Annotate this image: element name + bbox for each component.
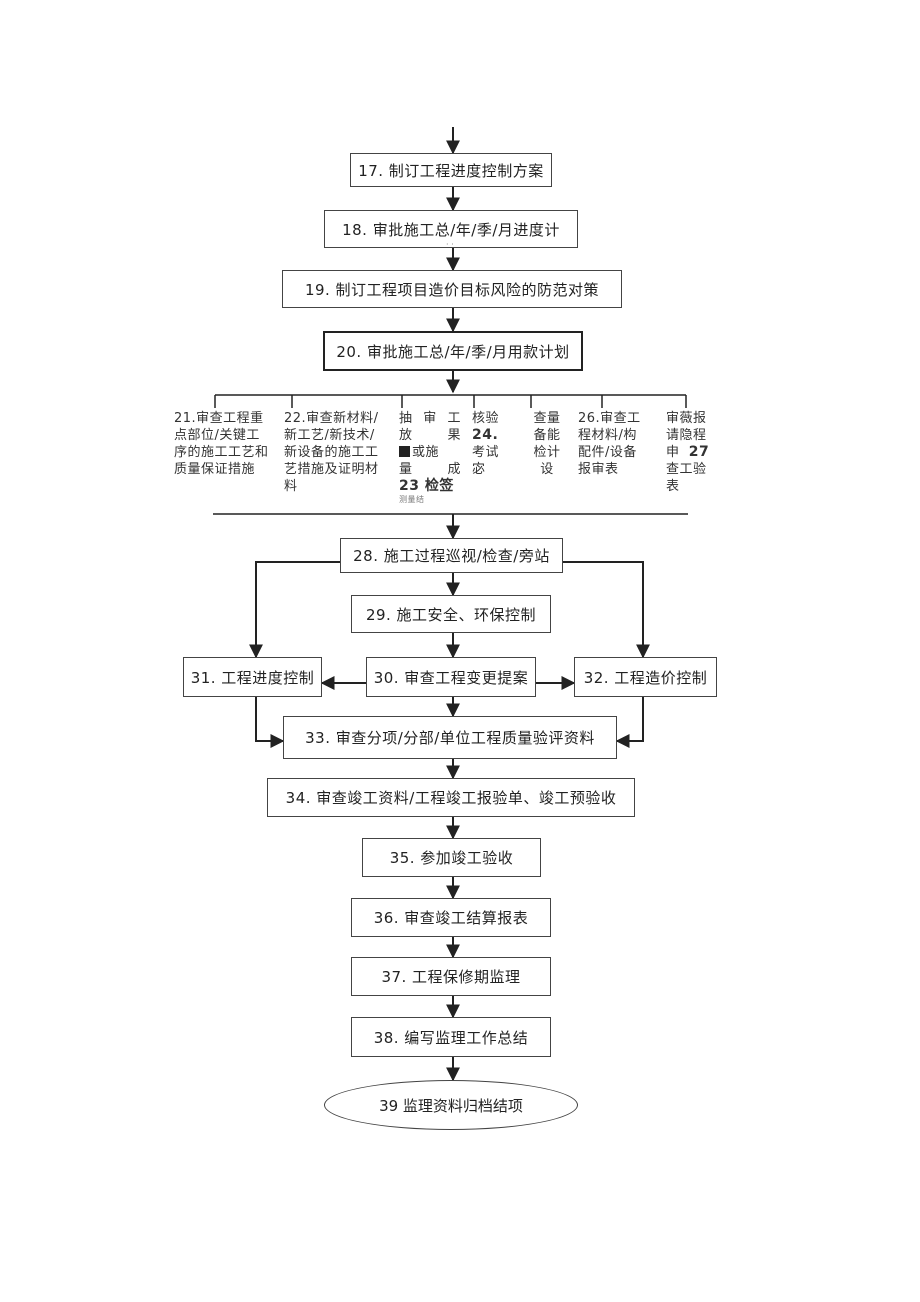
step-17-label: 17. 制订工程进度控制方案 xyxy=(358,161,544,180)
step-19-box: 19. 制订工程项目造价目标风险的防范对策 xyxy=(282,270,622,308)
step-33-box: 33. 审查分项/分部/单位工程质量验评资料 xyxy=(283,716,617,759)
branch-23-col3-1: 工 xyxy=(447,411,461,426)
step-31-box: 31. 工程进度控制 xyxy=(183,657,322,697)
arrow-31-33 xyxy=(255,697,285,748)
branch-23-number-row: 23 检签 xyxy=(399,478,454,494)
step-18-faint-mark: · · xyxy=(446,240,454,249)
black-square-mark xyxy=(399,446,410,457)
step-28-label: 28. 施工过程巡视/检查/旁站 xyxy=(353,547,550,565)
branch-27-text: 审薇报 请隐程 申 27 查工验 表 xyxy=(666,410,716,495)
step-34-label: 34. 审查竣工资料/工程竣工报验单、竣工预验收 xyxy=(285,789,617,807)
step-36-label: 36. 审查竣工结算报表 xyxy=(373,909,529,927)
branch-25-line4: 设 xyxy=(540,462,554,477)
branch-24-bottom: 考试 xyxy=(472,445,500,460)
branch-27-line2: 请隐程 xyxy=(666,428,707,443)
branch-24-number: 24. xyxy=(472,427,499,443)
arrow-32-33 xyxy=(615,697,644,748)
step-30-box: 30. 审查工程变更提案 xyxy=(366,657,536,697)
step-20-box: 20. 审批施工总/年/季/月用款计划 xyxy=(323,331,583,371)
step-18-label: 18. 审批施工总/年/季/月进度计 xyxy=(342,220,560,239)
branch-24-top: 核验 xyxy=(472,411,500,426)
step-20-label: 20. 审批施工总/年/季/月用款计划 xyxy=(336,342,570,361)
branch-21-text: 21.审查工程重点部位/关键工序的施工工艺和质量保证措施 xyxy=(174,411,269,477)
branch-24-text: 核验 24. 考试 宓 xyxy=(472,410,512,478)
step-29-label: 29. 施工安全、环保控制 xyxy=(365,605,537,624)
branch-23-col3-3: 成 xyxy=(447,462,461,477)
branch-27-line1: 审薇报 xyxy=(666,411,707,426)
branch-25-line2: 备能 xyxy=(533,428,561,443)
step-35-box: 35. 参加竣工验收 xyxy=(362,838,541,877)
step-30-label: 30. 审查工程变更提案 xyxy=(373,668,529,687)
branch-27-line5: 表 xyxy=(666,479,680,494)
branch-26-text: 26.审查工程材料/构配件/设备报审表 xyxy=(578,411,641,477)
step-33-label: 33. 审查分项/分部/单位工程质量验评资料 xyxy=(305,729,595,747)
branch-25-line3: 检计 xyxy=(533,445,561,460)
step-18-box: 18. 审批施工总/年/季/月进度计 xyxy=(324,210,578,248)
step-28-box: 28. 施工过程巡视/检查/旁站 xyxy=(340,538,563,573)
branch-27-line3: 申 xyxy=(666,445,680,460)
step-37-box: 37. 工程保修期监理 xyxy=(351,957,551,996)
step-37-label: 37. 工程保修期监理 xyxy=(381,968,521,986)
arrow-28-31 xyxy=(249,561,340,659)
step-17-box: 17. 制订工程进度控制方案 xyxy=(350,153,552,187)
branch-27-line3-row: 申 27 xyxy=(666,444,716,461)
branch-23-col1-3: 量 xyxy=(399,462,413,477)
branch-22-text: 22.审查新材料/新工艺/新技术/新设备的施工工艺措施及证明材料 xyxy=(284,411,379,494)
step-39-end-ellipse: 39 监理资料归档结项 xyxy=(324,1080,578,1130)
step-35-label: 35. 参加竣工验收 xyxy=(389,849,514,867)
branch-25-text: 查量 备能 检计 设 xyxy=(529,410,565,478)
branch-25-line1: 查量 xyxy=(533,411,561,426)
step-32-box: 32. 工程造价控制 xyxy=(574,657,717,697)
branch-23-text: 抽 审 工 放 果 或施 量 成 23 检签 测量结 xyxy=(399,410,461,504)
arrow-28-32 xyxy=(563,561,650,659)
step-38-box: 38. 编写监理工作总结 xyxy=(351,1017,551,1057)
branch-23-cut-text: 测量结 xyxy=(399,495,425,504)
branch-27-line4: 查工验 xyxy=(666,462,707,477)
branch-23-col1-2: 放 xyxy=(399,428,413,443)
branch-23-col3-2: 果 xyxy=(447,428,461,443)
branch-23-or: 或施 xyxy=(412,445,440,460)
step-32-label: 32. 工程造价控制 xyxy=(583,668,708,687)
branch-23-col2-1: 审 xyxy=(423,411,437,426)
branch-23-col1-1: 抽 xyxy=(399,411,413,426)
step-29-box: 29. 施工安全、环保控制 xyxy=(351,595,551,633)
step-36-box: 36. 审查竣工结算报表 xyxy=(351,898,551,937)
step-34-box: 34. 审查竣工资料/工程竣工报验单、竣工预验收 xyxy=(267,778,635,817)
step-39-label: 39 监理资料归档结项 xyxy=(379,1096,523,1115)
step-31-label: 31. 工程进度控制 xyxy=(190,668,315,687)
step-19-label: 19. 制订工程项目造价目标风险的防范对策 xyxy=(304,280,600,299)
step-38-label: 38. 编写监理工作总结 xyxy=(373,1028,529,1047)
branch-27-number: 27 xyxy=(688,444,710,460)
branch-24-tail: 宓 xyxy=(472,462,486,477)
